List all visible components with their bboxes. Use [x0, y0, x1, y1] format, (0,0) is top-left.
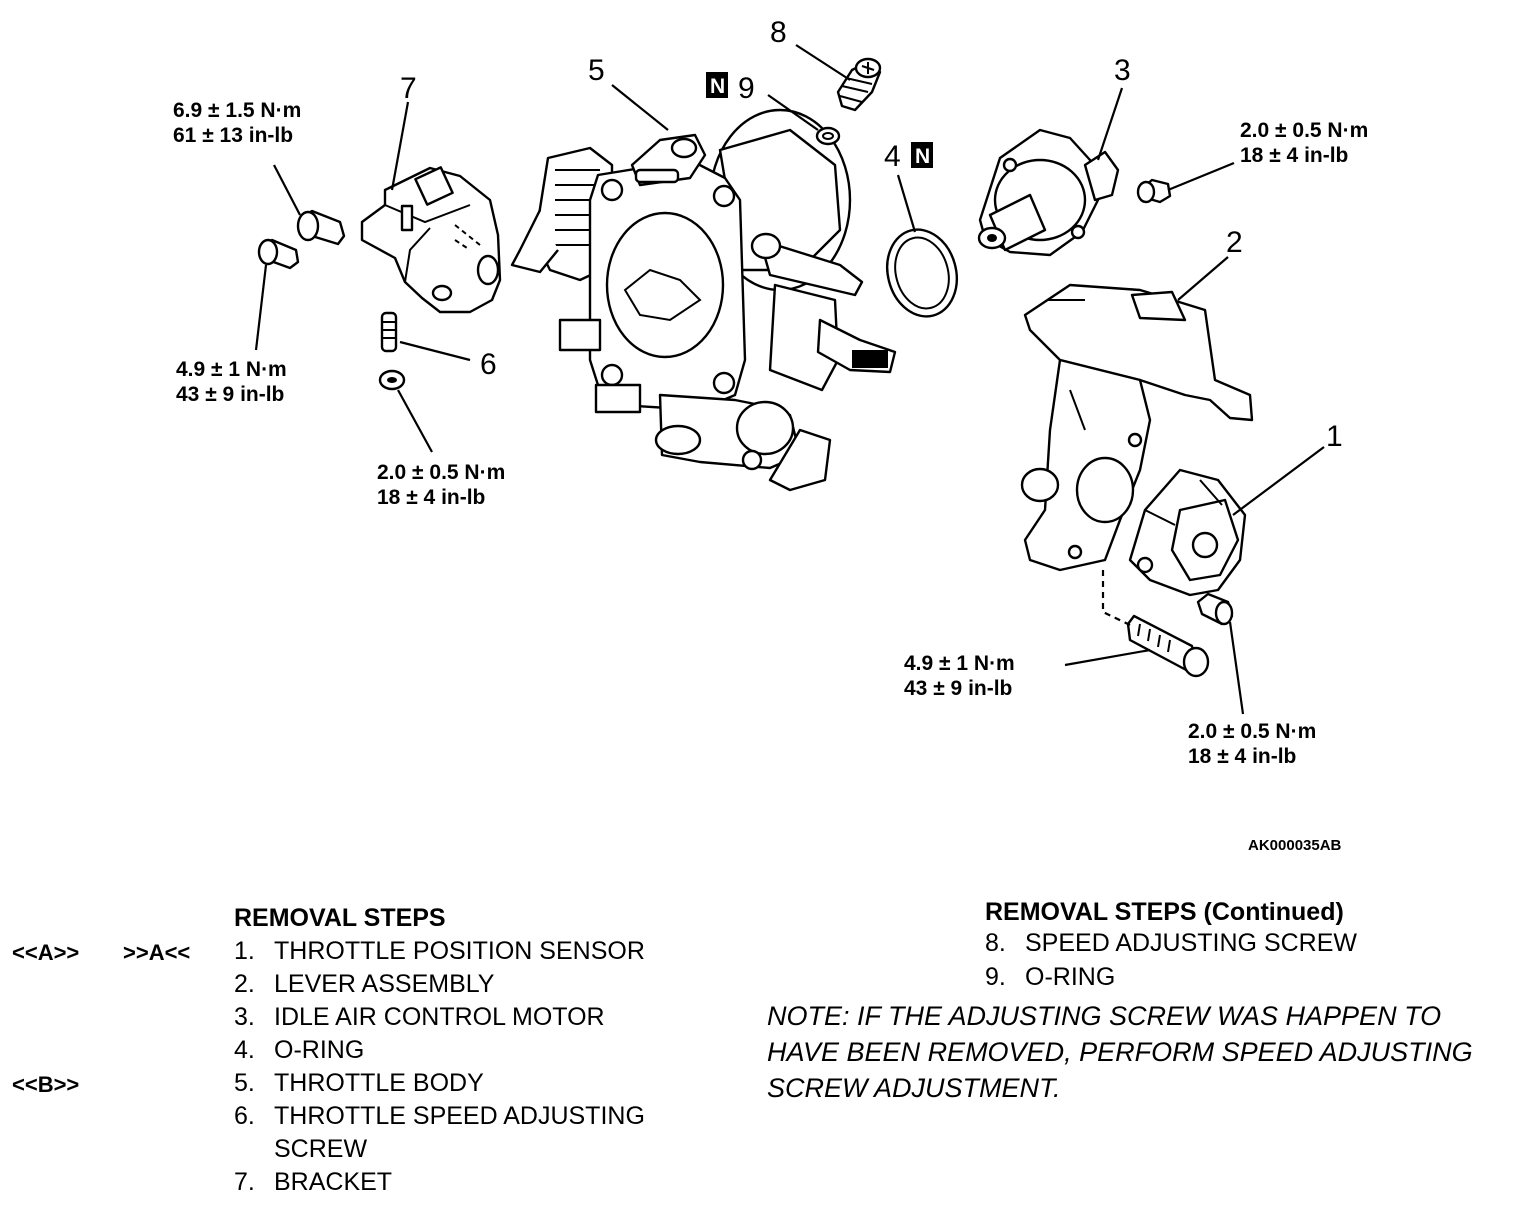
removal-heading: REMOVAL STEPS — [234, 904, 446, 932]
stud-part-6 — [378, 311, 406, 391]
screw-part-8 — [836, 57, 882, 112]
bolt-part-3 — [1136, 178, 1172, 204]
callout-7: 7 — [400, 72, 417, 105]
tag-a-install: >>A<< — [123, 940, 191, 965]
n-marker-4: N — [911, 142, 933, 168]
removal-step-5: 5.THROTTLE BODY — [234, 1069, 484, 1097]
removal-step-2: 2.LEVER ASSEMBLY — [234, 970, 495, 998]
torque-2-inlb: 43 ± 9 in-lb — [904, 677, 1012, 700]
idle-air-control-motor-part-3 — [977, 128, 1120, 257]
removal-step-6: 6.THROTTLE SPEED ADJUSTING — [234, 1102, 645, 1130]
torque-7a-nm: 6.9 ± 1.5 N·m — [173, 99, 301, 122]
removal-step-4: 4.O-RING — [234, 1036, 365, 1064]
torque-3-inlb: 18 ± 4 in-lb — [1240, 144, 1348, 167]
removal-continued-heading: REMOVAL STEPS (Continued) — [985, 898, 1344, 926]
torque-3-nm: 2.0 ± 0.5 N·m — [1240, 119, 1368, 142]
callout-2: 2 — [1226, 226, 1243, 259]
o-ring-part-4 — [886, 228, 958, 318]
throttle-position-sensor-part-1 — [1128, 468, 1247, 597]
n-marker-9: N — [706, 72, 728, 98]
callout-4: 4 — [884, 140, 901, 173]
tag-b-remove: <<B>> — [12, 1072, 80, 1097]
removal-step-6-cont: SCREW — [274, 1135, 368, 1163]
bracket-part-7 — [360, 166, 502, 314]
o-ring-part-9 — [815, 126, 841, 146]
torque-6-nm: 2.0 ± 0.5 N·m — [377, 461, 505, 484]
removal-step-1: 1.THROTTLE POSITION SENSOR — [234, 937, 645, 965]
tag-a-remove: <<A>> — [12, 940, 80, 965]
callout-9: 9 — [738, 72, 755, 105]
adjusting-screw-note: NOTE: IF THE ADJUSTING SCREW WAS HAPPEN … — [767, 1001, 1473, 1103]
torque-1-nm: 2.0 ± 0.5 N·m — [1188, 720, 1316, 743]
torque-2-nm: 4.9 ± 1 N·m — [904, 652, 1015, 675]
removal-step-8: 8.SPEED ADJUSTING SCREW — [985, 929, 1357, 957]
callout-8: 8 — [770, 16, 787, 49]
bolt-7b — [257, 238, 300, 270]
svg-text:N: N — [710, 75, 725, 98]
exploded-diagram: 1 2 3 4 5 6 7 8 9 N N 6.9 ± 1.5 N·m 61 ±… — [173, 16, 1368, 854]
removal-step-7: 7.BRACKET — [234, 1168, 393, 1196]
callout-1: 1 — [1326, 420, 1343, 453]
removal-step-3: 3.IDLE AIR CONTROL MOTOR — [234, 1003, 605, 1031]
callout-5: 5 — [588, 54, 605, 87]
torque-7b-inlb: 43 ± 9 in-lb — [176, 383, 284, 406]
removal-step-9: 9.O-RING — [985, 963, 1116, 991]
torque-7a-inlb: 61 ± 13 in-lb — [173, 124, 293, 147]
torque-1-inlb: 18 ± 4 in-lb — [1188, 745, 1296, 768]
figure-code: AK000035AB — [1248, 837, 1342, 854]
throttle-body-part-5 — [510, 108, 897, 492]
callout-6: 6 — [480, 348, 497, 381]
bolt-part-1 — [1196, 592, 1234, 626]
torque-6-inlb: 18 ± 4 in-lb — [377, 486, 485, 509]
torque-7b-nm: 4.9 ± 1 N·m — [176, 358, 287, 381]
bolt-7a — [296, 209, 346, 246]
lever-assembly-part-2 — [1020, 283, 1254, 572]
bolt-part-2 — [1126, 614, 1210, 678]
svg-text:N: N — [915, 145, 930, 168]
callout-3: 3 — [1114, 54, 1131, 87]
